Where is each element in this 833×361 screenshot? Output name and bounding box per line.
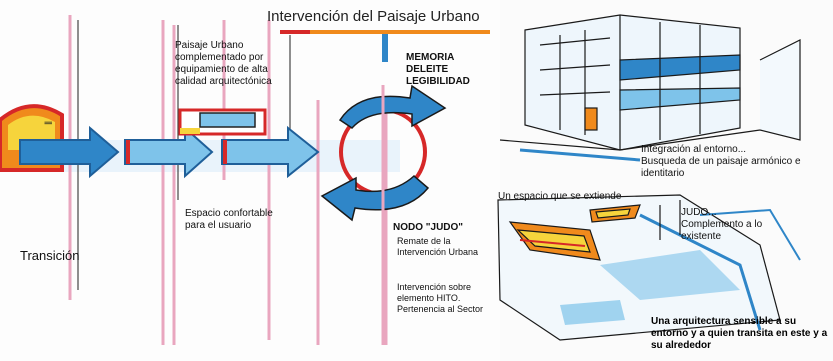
label-integracion: Integración al entorno... Busqueda de un… <box>641 144 801 179</box>
label-memoria: MEMORIA DELEITE LEGIBILIDAD <box>406 52 470 87</box>
label-espacio-extiende: Un espacio que se extiende <box>498 191 622 202</box>
label-intervencion-hito: Intervención sobre elemento HITO. Perten… <box>397 282 484 314</box>
label-paisaje-urbano: Paisaje Urbano complementado por equipam… <box>175 40 272 87</box>
label-transicion: Transición <box>20 248 80 263</box>
plaza-sketch <box>497 194 801 341</box>
label-arquitectura: Una arquitectura sensible a su entorno y… <box>651 316 828 351</box>
circular-arrow-icon <box>320 174 430 222</box>
flow-arrow <box>19 125 320 179</box>
diagram-title: Intervención del Paisaje Urbano <box>267 8 480 25</box>
label-espacio-confortable: Espacio confortable para el usuario <box>185 208 273 231</box>
label-nodo-body: Remate de la Intervención Urbana <box>397 236 479 257</box>
label-nodo-heading: NODO "JUDO" <box>393 222 464 233</box>
label-judo-heading: JUDO... <box>681 207 717 218</box>
circular-arrow-icon <box>338 84 447 129</box>
building-sketch <box>499 14 801 162</box>
label-judo-body: Complemento a lo existente <box>681 219 763 242</box>
node-circle <box>320 84 447 345</box>
svg-text:ǁ: ǁ <box>44 121 55 125</box>
